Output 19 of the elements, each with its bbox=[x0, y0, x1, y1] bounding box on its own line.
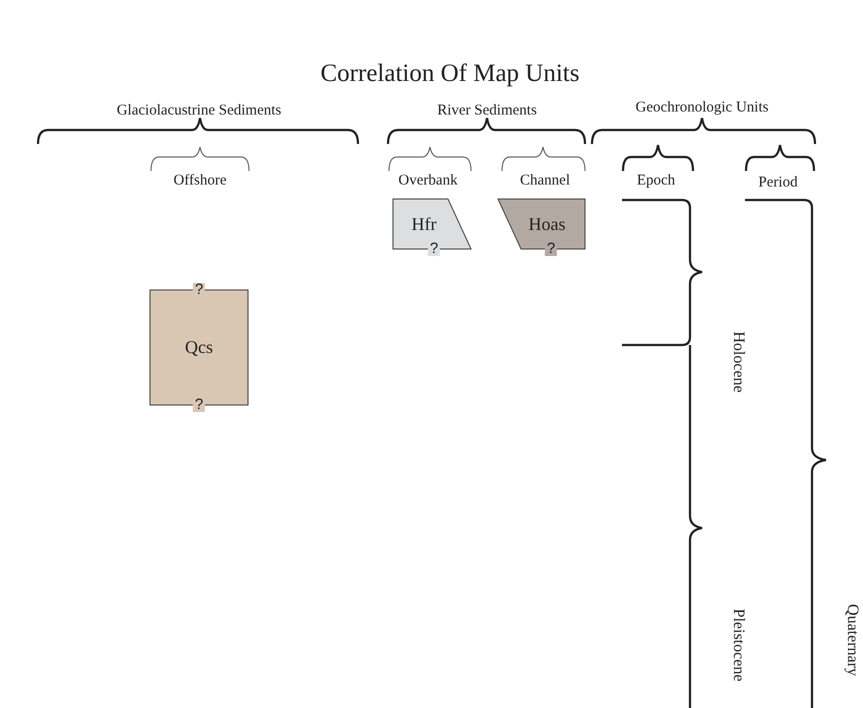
time-unit-label: Quaternary bbox=[843, 604, 861, 676]
column-heading: Epoch bbox=[636, 172, 676, 190]
column-heading: Channel bbox=[520, 172, 570, 190]
unit-symbol: Qcs bbox=[185, 337, 213, 357]
uncertain-contact-mark: ? bbox=[192, 398, 206, 412]
column-heading: Geochronologic Units bbox=[636, 100, 768, 116]
column-heading: Overbank bbox=[398, 172, 458, 190]
column-heading: Period bbox=[758, 174, 798, 192]
unit-symbol: Hoas bbox=[528, 214, 566, 234]
column-heading: Glaciolacustrine Sediments bbox=[116, 102, 282, 120]
column-heading: River Sediments bbox=[437, 102, 537, 120]
uncertain-contact-mark: ? bbox=[192, 283, 206, 297]
time-unit-label: Holocene bbox=[729, 331, 747, 393]
uncertain-contact-mark: ? bbox=[544, 242, 558, 256]
uncertain-contact-mark: ? bbox=[428, 242, 440, 256]
time-unit-label: Pleistocene bbox=[729, 608, 747, 682]
column-heading: Offshore bbox=[173, 172, 227, 190]
diagram-title: Correlation Of Map Units bbox=[320, 60, 580, 88]
unit-symbol: Hfr bbox=[412, 214, 436, 234]
